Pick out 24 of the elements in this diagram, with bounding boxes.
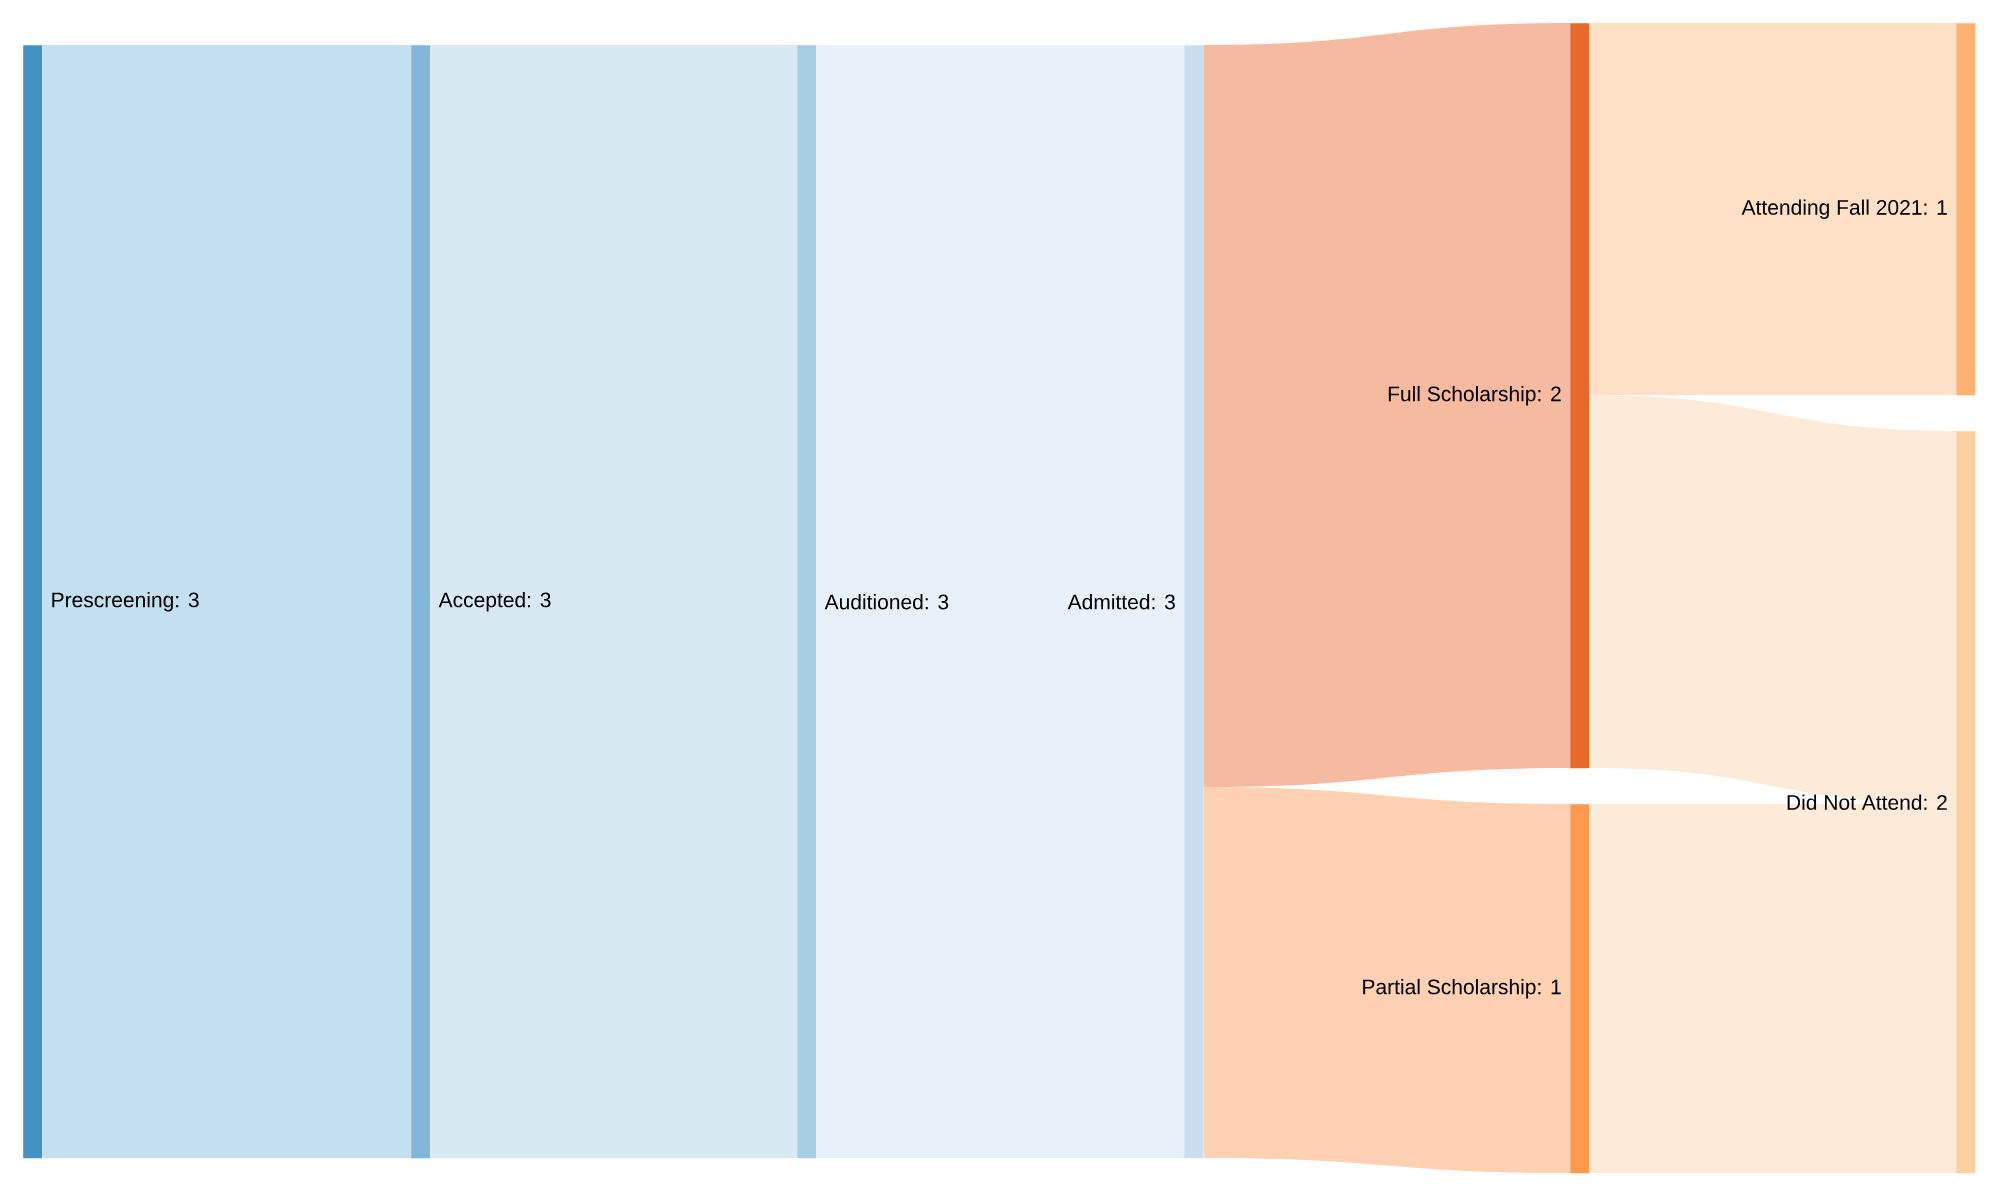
node-label: Prescreening: 3 [52, 591, 199, 612]
flow-bar [1956, 431, 1976, 1174]
flow-band [1589, 804, 1956, 1173]
flow-bar [411, 45, 431, 1159]
node-label: Partial Scholarship: 1 [1363, 978, 1561, 999]
flow-band [816, 45, 1184, 1158]
flow-bar [1570, 804, 1590, 1174]
node-label: Auditioned: 3 [824, 594, 949, 610]
flow-bar [1570, 23, 1590, 769]
flow-band [42, 45, 411, 1158]
flow-bar [23, 45, 43, 1159]
flow-bar [797, 45, 817, 1159]
flow-band [1203, 787, 1570, 1173]
flow-band [430, 45, 797, 1158]
node-label: Did Not Attend: 2 [1787, 794, 1947, 810]
node-label: Admitted: 3 [1067, 594, 1175, 610]
node-label: Accepted: 3 [438, 591, 551, 612]
flow-band [1589, 395, 1956, 804]
flow-band [1589, 23, 1956, 395]
flow-bar [1956, 23, 1976, 396]
flow-bar [1184, 45, 1204, 1159]
node-label: Attending Fall 2021: 1 [1741, 199, 1947, 219]
node-label: Full Scholarship: 2 [1388, 385, 1561, 406]
flow-band [1203, 23, 1570, 787]
